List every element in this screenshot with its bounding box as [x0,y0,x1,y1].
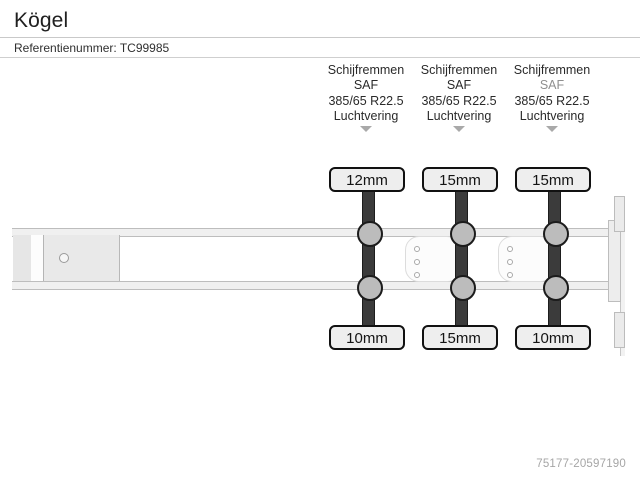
wheel-hub-bottom [543,275,569,301]
tyre-thickness-top-axle-1: 12mm [329,167,405,192]
axle-tyre-size: 385/65 R22.5 [421,93,497,108]
wheel-hub-bottom [357,275,383,301]
axle-brand: SAF [446,78,472,93]
axle-brake-type: Schijfremmen [327,63,405,77]
chassis-hole-icon [507,246,513,252]
axle-tyre-size: 385/65 R22.5 [328,93,404,108]
chassis-hole-icon [414,272,420,278]
chassis-hole-icon [507,259,513,265]
axle-brake-type: Schijfremmen [420,63,498,77]
subheader-divider [0,57,640,58]
wheel-hub-top [543,221,569,247]
axle-suspension: Luchtvering [519,108,585,123]
tyre-thickness-bottom-axle-1: 10mm [329,325,405,350]
caret-down-icon [360,126,372,133]
front-plate-gap [31,235,44,281]
rear-bracket-top [614,196,625,232]
chassis-cutout-holes [507,246,513,285]
watermark: 75177-20597190 [536,458,626,470]
tyre-thickness-top-axle-3: 15mm [515,167,591,192]
chassis-hole-icon [414,246,420,252]
page-title: Kögel [14,9,69,32]
chassis-rail-bottom [12,281,624,290]
axle-suspension: Luchtvering [333,108,399,123]
kingpin-plate [44,235,120,281]
axle-tyre-size: 385/65 R22.5 [514,93,590,108]
tyre-thickness-top-axle-2: 15mm [422,167,498,192]
rear-vertical-post [608,220,621,302]
tyre-thickness-bottom-axle-3: 10mm [515,325,591,350]
chassis-rail-top [12,228,624,237]
chassis-hole-icon [414,259,420,265]
axle-brand: SAF [353,78,379,93]
tyre-thickness-bottom-axle-2: 15mm [422,325,498,350]
chassis-hole-icon [507,272,513,278]
axle-brake-type: Schijfremmen [513,63,591,77]
axle-suspension: Luchtvering [426,108,492,123]
caret-down-icon [453,126,465,133]
wheel-hub-bottom [450,275,476,301]
wheel-hub-top [357,221,383,247]
caret-down-icon [546,126,558,133]
wheel-hub-top [450,221,476,247]
rear-bracket-bottom [614,312,625,348]
axle-brand: SAF [539,78,565,93]
front-bulkhead-plate [13,235,32,281]
kingpin-hole-icon [59,253,69,263]
chassis-cutout-holes [414,246,420,285]
reference-number: Referentienummer: TC99985 [14,41,170,55]
header-divider [0,37,640,38]
